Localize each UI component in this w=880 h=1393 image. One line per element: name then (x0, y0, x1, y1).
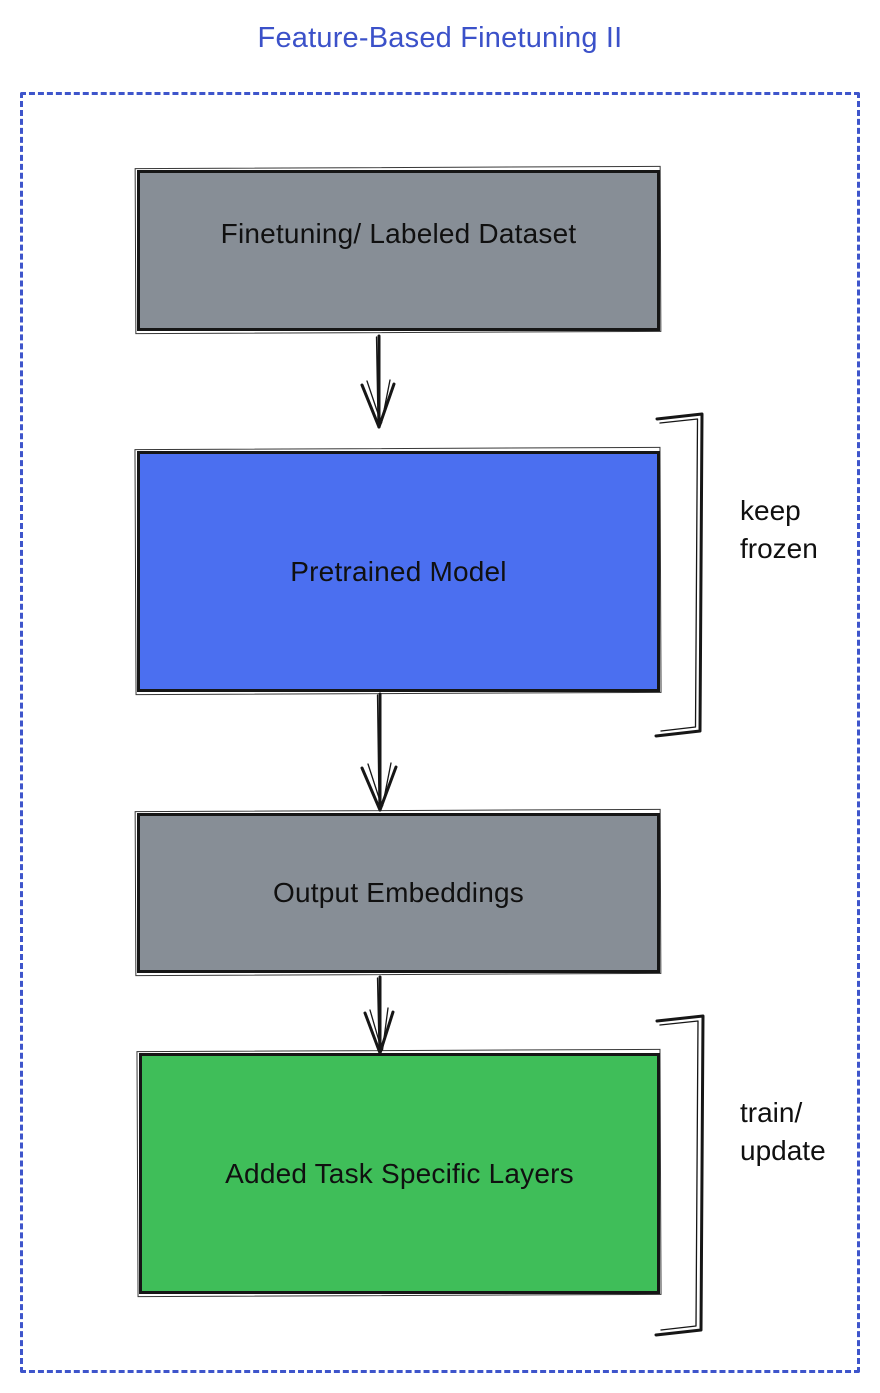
node-finetuning-dataset: Finetuning/ Labeled Dataset (137, 170, 660, 331)
node-pretrained-model: Pretrained Model (137, 451, 660, 692)
annotation-train-update: train/ update (740, 1094, 826, 1170)
node-added-task-layers: Added Task Specific Layers (139, 1053, 660, 1294)
diagram-title: Feature-Based Finetuning II (257, 22, 623, 54)
annotation-line: frozen (740, 533, 818, 564)
annotation-keep-frozen: keep frozen (740, 492, 818, 568)
node-pretrained-model-label: Pretrained Model (290, 555, 507, 587)
node-output-embeddings-label: Output Embeddings (273, 877, 524, 908)
annotation-line: keep (740, 495, 801, 526)
annotation-line: update (740, 1135, 826, 1166)
node-finetuning-dataset-label: Finetuning/ Labeled Dataset (220, 217, 577, 249)
dashed-frame (20, 92, 860, 1373)
node-added-task-layers-label: Added Task Specific Layers (225, 1157, 574, 1189)
node-output-embeddings: Output Embeddings (137, 813, 660, 973)
annotation-line: train/ (740, 1097, 803, 1128)
